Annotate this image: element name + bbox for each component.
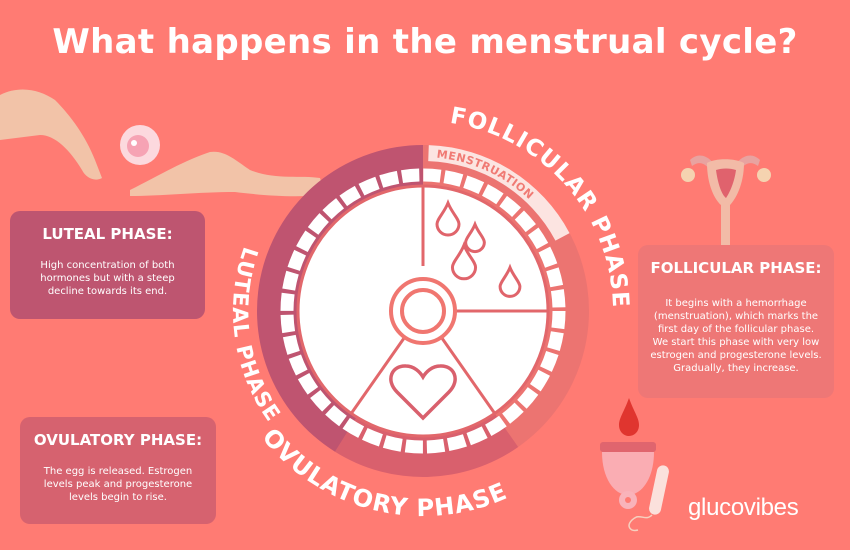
- luteal-card-text: High concentration of both hormones but …: [40, 260, 175, 297]
- egg-cell-icon: [120, 125, 160, 165]
- luteal-card-title: LUTEAL PHASE:: [42, 225, 173, 243]
- blood-drop-icon: [450, 241, 478, 281]
- menstruation-band: [428, 145, 570, 241]
- luteal-ring-segment: [257, 145, 423, 452]
- center-inner-circle: [400, 288, 446, 334]
- ovulatory-card-text: The egg is released. Estrogen levels pea…: [43, 466, 193, 503]
- uterus-icon: [681, 155, 771, 245]
- blood-drop-icon: [498, 263, 522, 298]
- menstrual-cup-icon: [600, 442, 656, 509]
- sector-divider: [350, 336, 406, 415]
- tampon-icon: [628, 465, 669, 532]
- follicular-card-title: FOLLICULAR PHASE:: [650, 259, 822, 277]
- glucovibes-logo: glucovibes: [688, 494, 799, 521]
- blood-drop-icon: [464, 220, 486, 254]
- follicular-card-text: It begins with a hemorrhage (menstruatio…: [650, 298, 822, 374]
- blood-drop-icon: [435, 198, 461, 237]
- luteal-phase-card: LUTEAL PHASE: High concentration of both…: [10, 211, 205, 319]
- page-title: What happens in the menstrual cycle?: [52, 22, 798, 62]
- hand-right-illustration: [130, 151, 325, 197]
- ovulatory-card-title: OVULATORY PHASE:: [33, 431, 203, 449]
- hand-left-illustration: [0, 89, 102, 180]
- blood-drop-icon: [619, 398, 639, 436]
- sector-divider: [440, 336, 496, 415]
- day-markers-ring: [280, 168, 566, 454]
- follicular-phase-card: FOLLICULAR PHASE: It begins with a hemor…: [638, 245, 834, 398]
- ovulatory-phase-card: OVULATORY PHASE: The egg is released. Es…: [20, 417, 216, 524]
- heart-icon: [389, 364, 457, 421]
